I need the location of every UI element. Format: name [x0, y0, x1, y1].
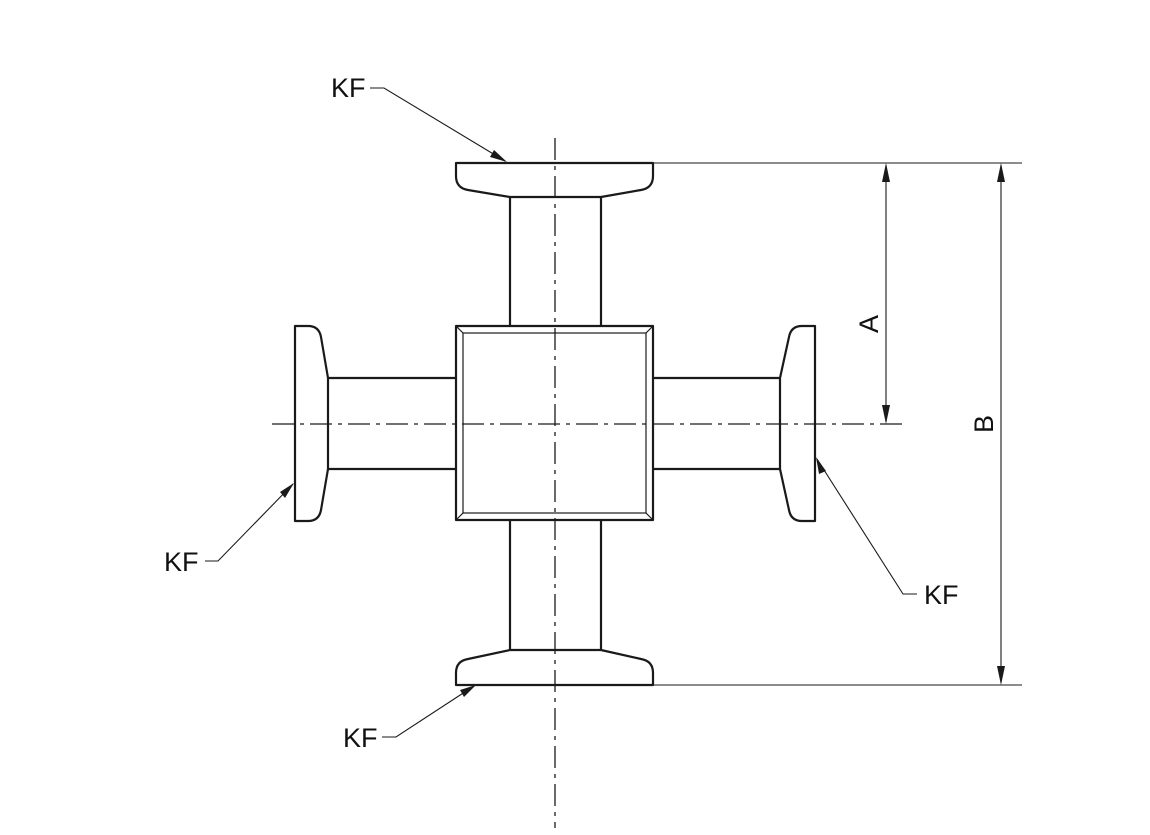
kf-label-top: KF: [331, 73, 366, 103]
kf-callout-top: [370, 87, 507, 162]
kf-callout-right: [816, 457, 917, 595]
right-port: [653, 324, 817, 523]
dimension-b-label: B: [969, 415, 999, 433]
kf-label-right: KF: [924, 580, 959, 610]
kf-label-left: KF: [164, 547, 199, 577]
kf-label-bottom: KF: [343, 723, 378, 753]
dimension-a-label: A: [854, 315, 884, 333]
dimension-b-arrow-bottom: [997, 666, 1005, 685]
left-kf-flange: [293, 324, 330, 523]
right-kf-flange: [778, 324, 817, 523]
kf-callout-left: [205, 483, 294, 562]
kf-callout-bottom: [382, 685, 476, 738]
dimension-b-arrow-top: [997, 163, 1005, 182]
dimension-a-arrow-bottom: [882, 405, 890, 424]
dimension-a: [882, 163, 890, 424]
dimension-a-arrow-top: [882, 163, 890, 182]
left-port: [293, 324, 456, 523]
dimension-b: [997, 163, 1005, 685]
